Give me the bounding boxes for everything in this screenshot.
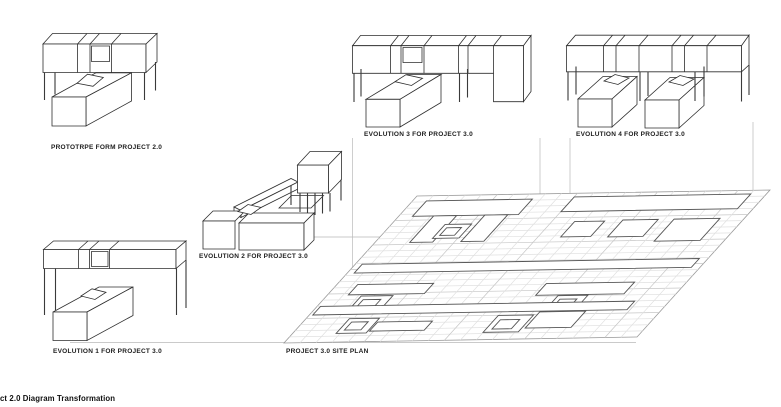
evolution3-caption: EVOLUTION 3 FOR PROJECT 3.0 (364, 130, 473, 138)
prototype-caption: PROTOTRPE FORM PROJECT 2.0 (51, 144, 163, 151)
site-plan-caption: PROJECT 3.0 SITE PLAN (286, 347, 369, 355)
evolution2-drawing (202, 150, 343, 251)
evolution1-drawing (42, 240, 188, 342)
evolution4-drawing (565, 33, 750, 129)
evolution2-caption: EVOLUTION 2 FOR PROJECT 3.0 (199, 252, 308, 260)
evolution1-caption: EVOLUTION 1 FOR PROJECT 3.0 (53, 347, 162, 355)
site-plan-drawing (284, 190, 770, 343)
site-plan-buildings (294, 194, 758, 336)
evolution4-caption: EVOLUTION 4 FOR PROJECT 3.0 (576, 130, 685, 138)
page-caption: ct 2.0 Diagram Transformation (0, 394, 116, 403)
evolution3-drawing (351, 34, 532, 128)
prototype-drawing (42, 32, 158, 127)
